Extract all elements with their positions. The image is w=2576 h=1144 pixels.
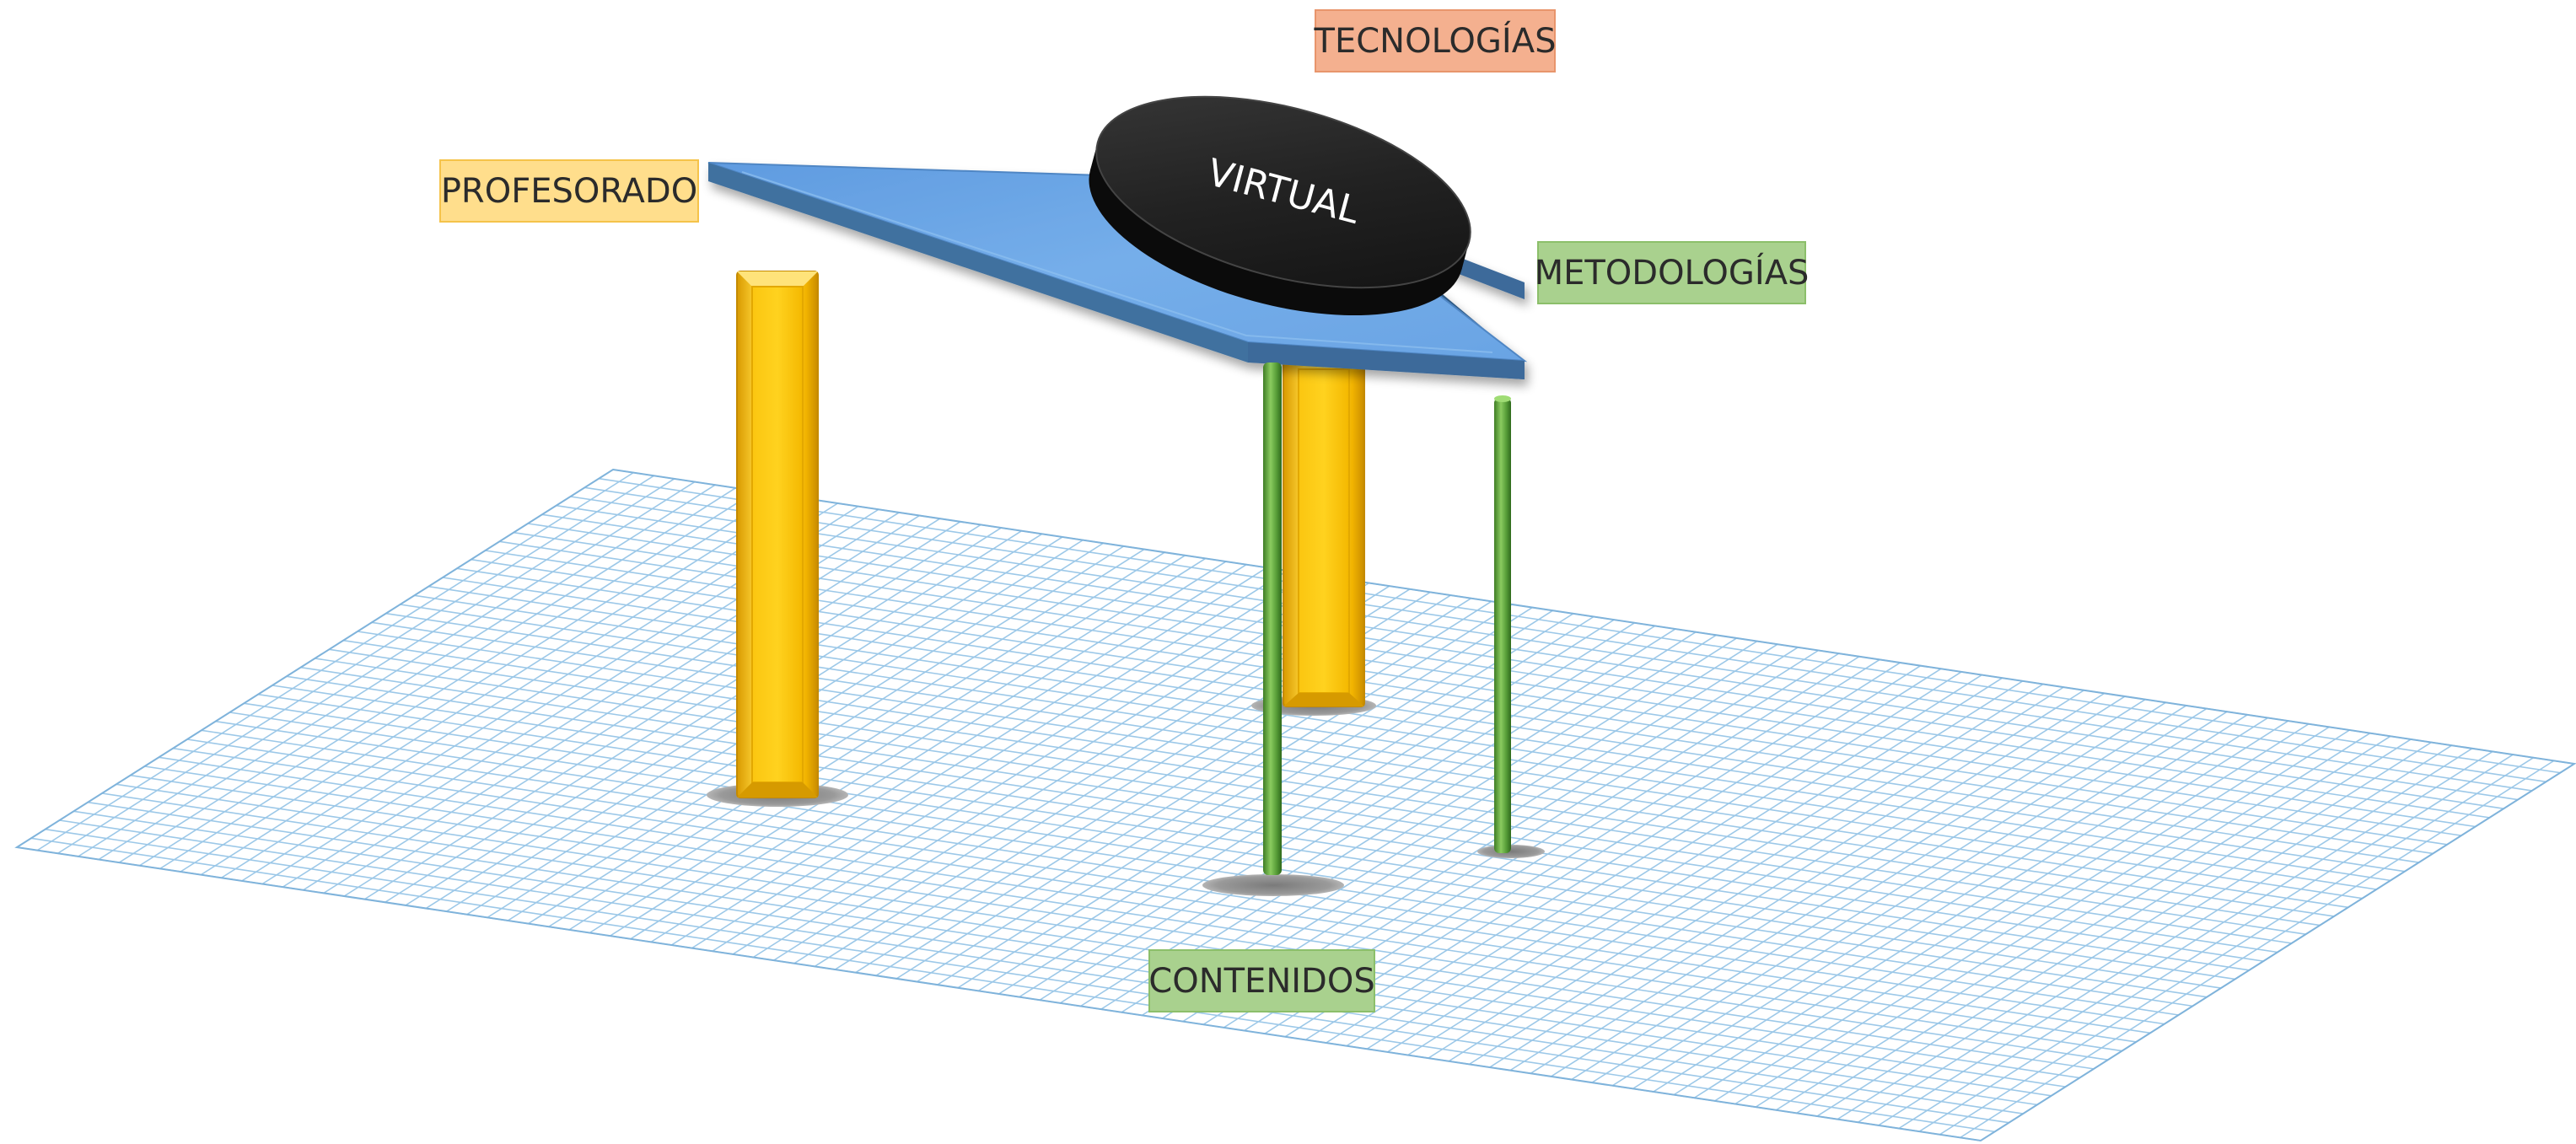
yellow-pillar-right — [1283, 353, 1365, 707]
grid-line — [300, 666, 2264, 962]
grid-line — [244, 702, 2208, 998]
grid-line — [584, 486, 2546, 783]
grid-line — [258, 693, 2222, 989]
grid-line — [30, 837, 1995, 1133]
grid-line — [101, 792, 2066, 1088]
grid-line — [371, 621, 2335, 917]
virtual-disc: VIRTUAL — [1089, 95, 1471, 316]
grid-line — [599, 477, 2561, 774]
grid-line — [272, 685, 2235, 980]
green-pole-front — [1263, 363, 1282, 875]
grid-line — [570, 496, 2532, 792]
grid-line — [229, 712, 2193, 1007]
label-tecnologias: TECNOLOGÍAS — [1315, 9, 1556, 73]
grid-line — [541, 513, 2504, 810]
grid-line — [173, 747, 2137, 1043]
grid-line — [385, 612, 2348, 909]
grid-floor — [14, 468, 2576, 1142]
grid-line — [88, 801, 2052, 1097]
shadow-front-pole — [1202, 874, 1344, 896]
label-contenidos: CONTENIDOS — [1148, 949, 1375, 1012]
grid-line — [499, 540, 2462, 836]
grid-line — [59, 819, 2024, 1114]
green-pole-back — [1494, 395, 1511, 853]
grid-line — [201, 729, 2165, 1025]
grid-line — [215, 720, 2179, 1016]
label-metodologias: METODOLOGÍAS — [1535, 241, 1809, 304]
grid-line — [45, 828, 2009, 1124]
grid-line — [130, 774, 2095, 1070]
grid-line — [343, 639, 2306, 936]
grid-line — [556, 504, 2519, 801]
grid-line — [400, 604, 2363, 900]
grid-line — [329, 648, 2292, 944]
yellow-pillar-left — [736, 271, 819, 798]
grid-line — [144, 765, 2108, 1061]
grid-line — [186, 738, 2151, 1034]
label-profesorado: PROFESORADO — [439, 159, 699, 223]
grid-line — [73, 810, 2038, 1106]
grid-line — [357, 631, 2321, 926]
grid-line — [315, 658, 2278, 953]
grid-line — [159, 756, 2122, 1052]
grid-line — [116, 783, 2080, 1079]
